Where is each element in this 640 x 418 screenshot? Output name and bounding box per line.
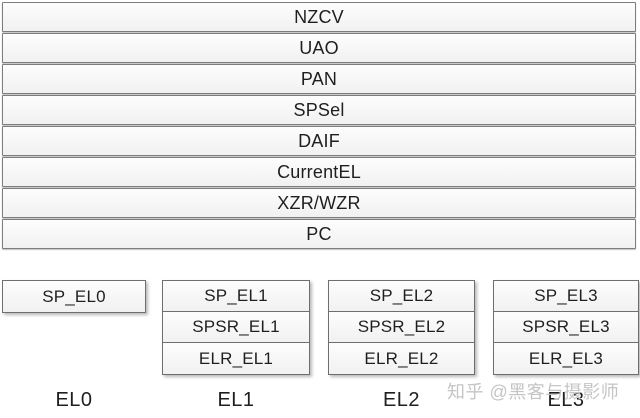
register-box-sp-el0: SP_EL0 [3,281,145,312]
register-box-sp-el1: SP_EL1 [163,281,309,312]
register-box-label: SP_EL0 [42,286,106,306]
register-bar-currentel: CurrentEL [2,157,636,187]
register-bar-daif: DAIF [2,126,636,156]
register-bar-xzr-wzr: XZR/WZR [2,188,636,218]
register-box-elr-el2: ELR_EL2 [329,343,474,374]
register-box-elr-el1: ELR_EL1 [163,343,309,374]
el3-column: SP_EL3 SPSR_EL3 ELR_EL3 EL3 [493,280,639,411]
register-box-label: ELR_EL3 [528,348,604,368]
register-box-elr-el3: ELR_EL3 [494,343,638,374]
el1-label: EL1 [217,389,255,411]
register-box-label: SP_EL2 [369,286,434,305]
el0-column: SP_EL0 EL0 [2,280,146,411]
register-bar-pc: PC [2,219,636,249]
register-bar-nzcv: NZCV [2,2,636,32]
register-bar-label: NZCV [294,6,344,27]
register-bar-label: PC [306,223,332,244]
el2-register-stack: SP_EL2 SPSR_EL2 ELR_EL2 [328,280,475,375]
register-box-label: SPSR_EL3 [522,317,610,336]
el0-register-stack: SP_EL0 [2,280,146,313]
register-bar-label: UAO [299,37,339,58]
register-bar-label: SPSel [293,99,345,120]
register-bar-label: XZR/WZR [277,192,361,213]
register-box-spsr-el2: SPSR_EL2 [329,312,474,343]
register-box-spsr-el1: SPSR_EL1 [163,312,309,343]
register-bar-spsel: SPSel [2,95,636,125]
system-register-stack: NZCV UAO PAN SPSel DAIF CurrentEL XZR/WZ… [2,2,636,250]
el0-label: EL0 [55,389,93,411]
el1-column: SP_EL1 SPSR_EL1 ELR_EL1 EL1 [162,280,310,411]
register-bar-label: DAIF [298,130,340,151]
register-box-label: ELR_EL1 [198,348,274,368]
register-box-sp-el2: SP_EL2 [329,281,474,312]
register-box-sp-el3: SP_EL3 [494,281,638,312]
el3-register-stack: SP_EL3 SPSR_EL3 ELR_EL3 [493,280,639,375]
el2-column: SP_EL2 SPSR_EL2 ELR_EL2 EL2 [328,280,475,411]
el1-register-stack: SP_EL1 SPSR_EL1 ELR_EL1 [162,280,310,375]
register-bar-pan: PAN [2,64,636,94]
register-box-label: SPSR_EL2 [357,317,446,336]
el3-label: EL3 [547,389,585,411]
register-box-label: SP_EL3 [534,286,598,305]
register-bar-uao: UAO [2,33,636,63]
register-box-label: SPSR_EL1 [192,317,280,336]
register-bar-label: PAN [300,68,338,89]
register-box-label: SP_EL1 [204,286,268,305]
register-bar-label: CurrentEL [277,161,361,182]
register-box-spsr-el3: SPSR_EL3 [494,312,638,343]
el2-label: EL2 [382,389,421,411]
register-box-label: ELR_EL2 [364,348,439,368]
